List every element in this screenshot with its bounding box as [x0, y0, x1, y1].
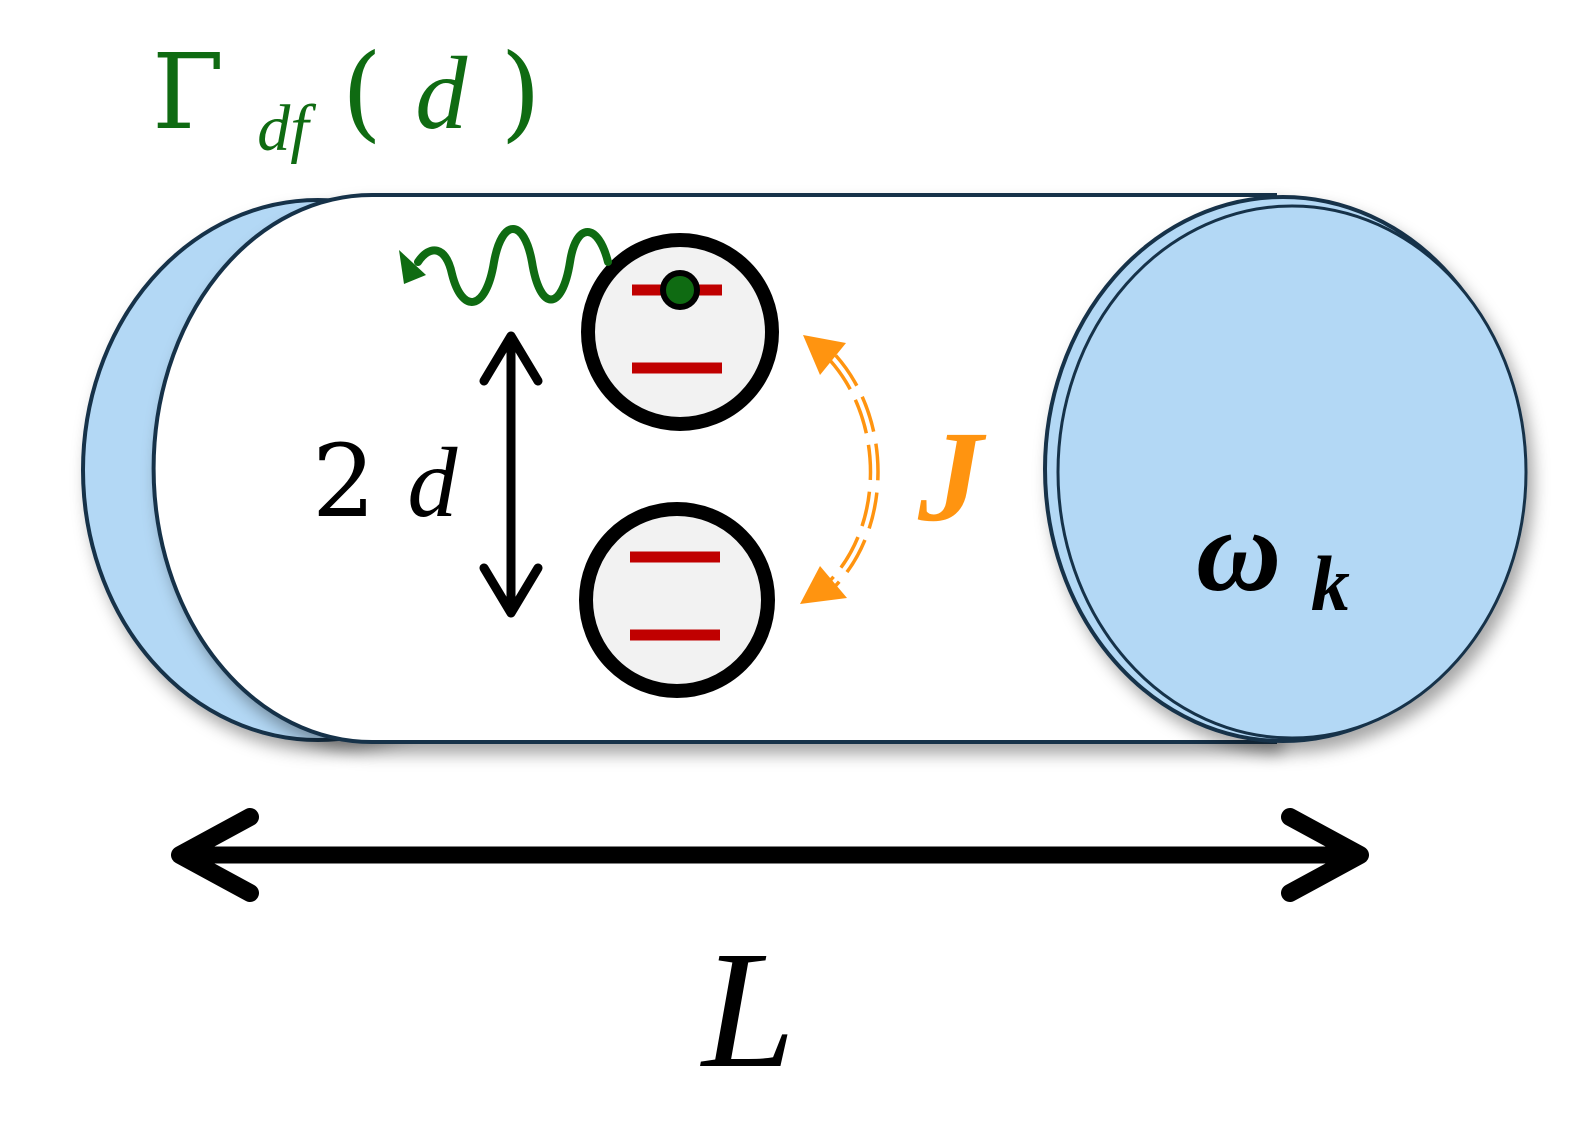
decay-rate-label: Γ df ( d ): [152, 31, 541, 175]
separation-var: d: [407, 427, 458, 538]
wavy-arrow-icon: [399, 225, 612, 306]
upper-atom: [581, 233, 779, 431]
mode-subscript: k: [1311, 540, 1350, 627]
decay-arg: d: [415, 36, 468, 151]
length-label: L: [700, 917, 795, 1103]
right-mirror: [1043, 195, 1528, 743]
svg-text:2 d: 2 d: [312, 423, 458, 540]
decay-subscript: df: [257, 92, 316, 165]
separation-label: 2 d: [312, 423, 458, 540]
lower-atom: [579, 502, 775, 698]
svg-text:Γ df ( d: Γ df ( d ): [152, 31, 541, 175]
excitation-dot: [660, 270, 700, 310]
double-headed-arrow-icon: [479, 331, 543, 618]
decay-close: ): [500, 31, 541, 153]
svg-text:ω k: ω k: [1196, 485, 1350, 627]
coupling-label: J: [917, 405, 987, 549]
mode-symbol: ω: [1196, 485, 1281, 616]
decay-open: (: [342, 31, 383, 153]
decay-symbol: Γ: [152, 31, 224, 153]
length-arrow: [171, 808, 1369, 902]
separation-num: 2: [312, 423, 376, 540]
mode-frequency-label: ω k: [1196, 485, 1350, 627]
dashed-double-arrow-icon: [800, 335, 880, 604]
cavity-tube: [151, 193, 1277, 744]
